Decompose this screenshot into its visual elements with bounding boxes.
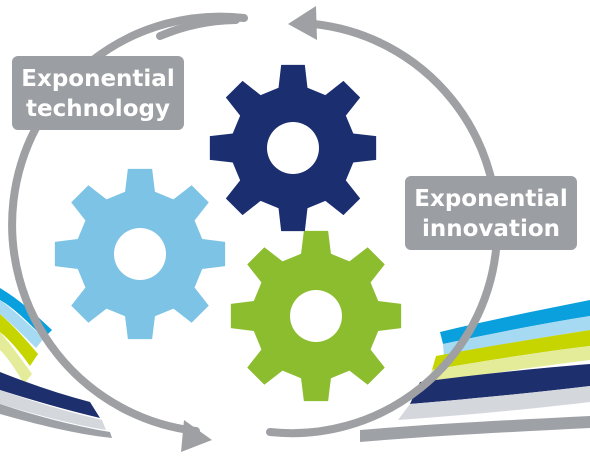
- cycle-arrow-left-arc: [8, 12, 248, 435]
- label-technology-line2: technology: [26, 96, 170, 122]
- gear-green-body: [230, 230, 402, 402]
- cycle-arrow-left-head: [181, 420, 212, 452]
- right-stripe-pale-lime: [428, 346, 590, 382]
- gear-icon: [54, 168, 226, 340]
- label-innovation-line1: Exponential: [414, 186, 567, 212]
- right-stripe-navy: [410, 364, 590, 404]
- left-stripe-light-gray: [0, 390, 106, 430]
- right-stripe-cyan: [440, 300, 590, 344]
- label-box-technology: [12, 56, 184, 130]
- left-stripe-lime: [0, 314, 38, 366]
- cycle-arrow-right-head: [288, 6, 317, 40]
- gear-navy-body: [209, 64, 377, 232]
- left-stripe-navy: [0, 372, 100, 418]
- left-stripe-gray: [0, 404, 112, 438]
- left-stripe-light-blue: [0, 300, 44, 348]
- right-stripe-lime: [432, 330, 590, 370]
- label-technology-line1: Exponential: [21, 66, 174, 92]
- gear-icon: [209, 64, 377, 232]
- left-stripe-pale-lime: [0, 332, 32, 384]
- label-box-innovation: [405, 176, 577, 250]
- right-stripe-light-gray: [398, 386, 590, 420]
- label-innovation-line2: innovation: [422, 216, 560, 242]
- cycle-arrow-top-left-stub: [156, 16, 240, 40]
- right-stripe-light-blue: [443, 316, 590, 356]
- right-stripe-gray: [360, 416, 590, 442]
- label-exponential-technology: Exponential technology: [12, 56, 184, 130]
- label-exponential-innovation: Exponential innovation: [405, 176, 577, 250]
- gear-icon: [230, 230, 402, 402]
- gear-light-blue-body: [54, 168, 226, 340]
- right-wave-stripes: [360, 300, 590, 442]
